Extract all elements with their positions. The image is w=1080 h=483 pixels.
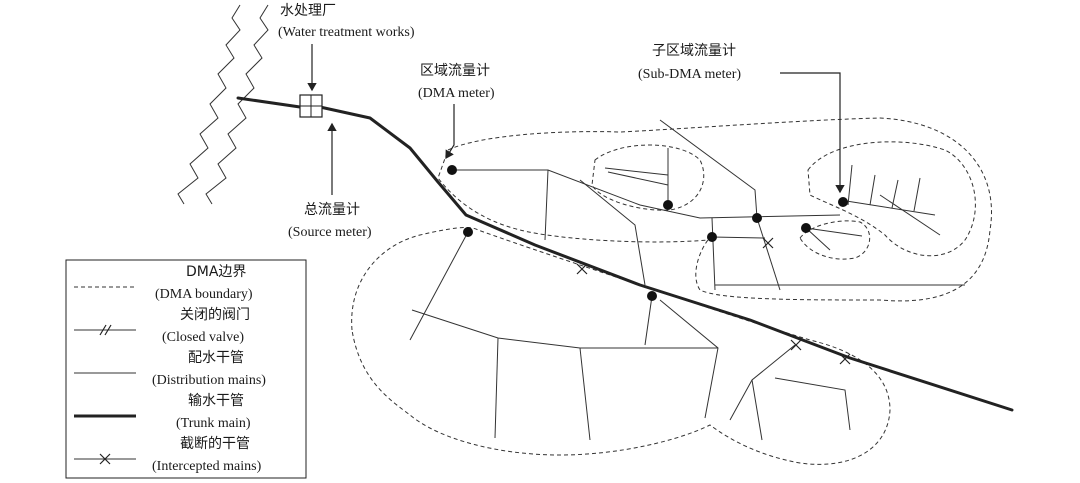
- legend-label-zh: 关闭的阀门: [180, 307, 250, 323]
- source-meter-label-en: (Source meter): [288, 225, 372, 240]
- legend-symbol-closed-valve: [74, 324, 136, 336]
- sub-dma-meter-label-zh: 子区域流量计: [652, 43, 736, 59]
- legend-label-zh: 截断的干管: [180, 436, 250, 452]
- legend-label-en: (DMA boundary): [155, 287, 253, 302]
- sub-dma-boundary-small: [799, 220, 870, 260]
- label-arrows: [307, 44, 845, 195]
- dma-meter-label-zh: 区域流量计: [420, 63, 490, 79]
- meter-dot: [801, 223, 811, 233]
- legend-label-zh: DMA边界: [186, 264, 246, 280]
- river: [177, 4, 269, 205]
- meter-dot: [647, 291, 657, 301]
- legend-label-en: (Trunk main): [176, 416, 251, 431]
- water-works-label-en: (Water treatment works): [278, 25, 415, 40]
- sub-dma-boundary-east: [807, 141, 976, 257]
- legend-label-en: (Closed valve): [162, 330, 244, 345]
- dma-meter-label-en: (DMA meter): [418, 86, 495, 101]
- legend-label-zh: 输水干管: [188, 393, 244, 409]
- sub-dma-boundary-center: [591, 144, 705, 211]
- water-works-label-zh: 水处理厂: [280, 3, 336, 19]
- meter-dot: [752, 213, 762, 223]
- legend-label-en: (Distribution mains): [152, 373, 266, 388]
- dma-boundary-southwest: [351, 227, 891, 465]
- intercepted-marks: [576, 237, 851, 365]
- meters: [447, 165, 848, 301]
- legend-box: [65, 259, 307, 479]
- treatment-works-symbol: [299, 94, 323, 118]
- legend-symbol-intercepted: [74, 453, 136, 465]
- meter-dot: [838, 197, 848, 207]
- source-meter-label-zh: 总流量计: [304, 202, 360, 218]
- distribution-mains: [409, 119, 965, 441]
- meter-dot: [447, 165, 457, 175]
- legend-label-zh: 配水干管: [188, 350, 244, 366]
- legend-label-en: (Intercepted mains): [152, 459, 262, 474]
- meter-dot: [707, 232, 717, 242]
- meter-dot: [463, 227, 473, 237]
- trunk-main: [236, 96, 1014, 412]
- legend: DMA边界 (DMA boundary) 关闭的阀门 (Closed valve…: [65, 259, 307, 479]
- meter-dot: [663, 200, 673, 210]
- sub-dma-meter-label-en: (Sub-DMA meter): [638, 67, 741, 82]
